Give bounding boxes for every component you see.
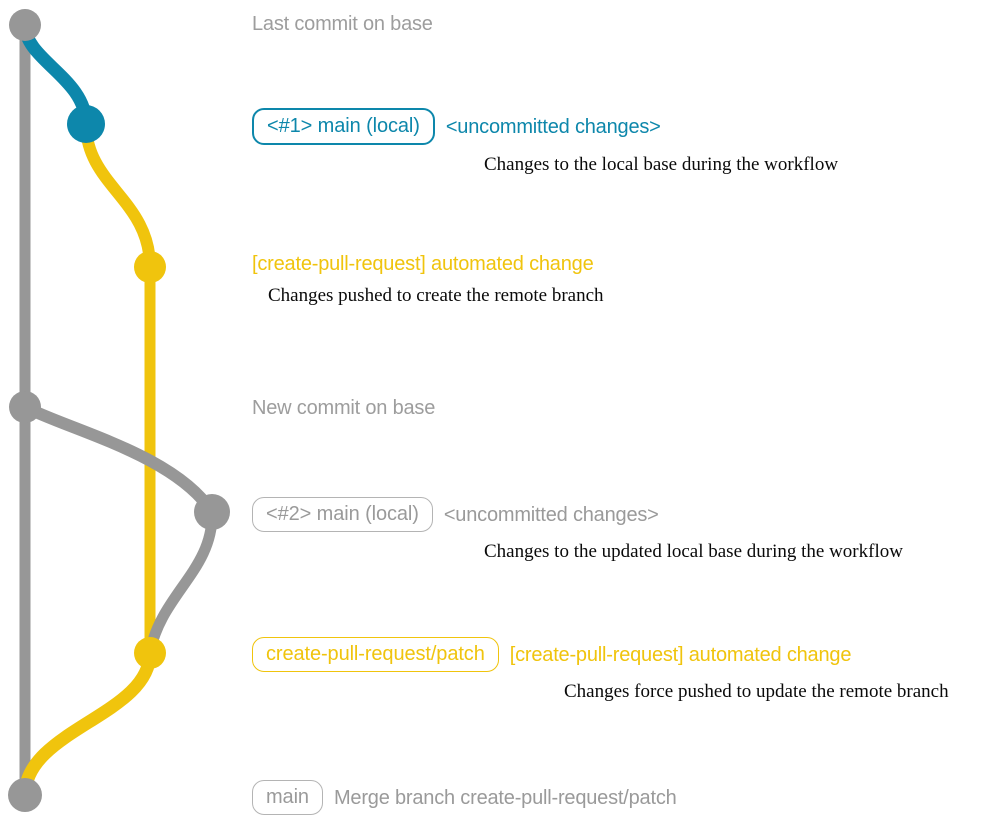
commit-description: Changes to the local base during the wor… <box>484 154 839 175</box>
branch-badge-main[interactable]: main <box>252 780 323 815</box>
row-line: New commit on base <box>252 396 981 420</box>
commit-subject: Merge branch create-pull-request/patch <box>333 786 677 809</box>
commit-description: Changes pushed to create the remote bran… <box>268 285 604 306</box>
commit-headline: [create-pull-request] automated change <box>252 253 594 275</box>
node-base-last-commit[interactable] <box>9 9 41 41</box>
node-remote-automated-change-2[interactable] <box>134 637 166 669</box>
row-line: Last commit on base <box>252 12 981 36</box>
row-line: main Merge branch create-pull-request/pa… <box>252 780 981 815</box>
branch-badge-local-2[interactable]: <#2> main (local) <box>252 497 433 532</box>
commit-description: Changes force pushed to update the remot… <box>564 681 949 702</box>
commit-description: Changes to the updated local base during… <box>484 541 903 562</box>
updated-local-to-remote-edge <box>144 506 218 659</box>
node-base-merge-commit[interactable] <box>8 778 42 812</box>
commit-subject: [create-pull-request] automated change <box>509 643 852 666</box>
row-line: <#2> main (local) <uncommitted changes> <box>252 497 981 532</box>
remote-branch-edge-1 <box>80 118 156 273</box>
row-new-commit-on-base: New commit on base <box>252 396 981 420</box>
row-line: <#1> main (local) <uncommitted changes> <box>252 108 981 145</box>
branch-badge-remote[interactable]: create-pull-request/patch <box>252 637 499 672</box>
row-remote-push-create: [create-pull-request] automated change C… <box>252 252 981 307</box>
node-remote-automated-change-1[interactable] <box>134 251 166 283</box>
updated-local-branch-edge <box>19 401 218 518</box>
commit-subject: <uncommitted changes> <box>443 503 659 526</box>
row-last-commit-on-base: Last commit on base <box>252 12 981 36</box>
commit-subject: <uncommitted changes> <box>445 115 661 138</box>
row-line: create-pull-request/patch [create-pull-r… <box>252 637 981 672</box>
node-local-2-uncommitted[interactable] <box>194 494 230 530</box>
commit-headline: Last commit on base <box>252 13 433 35</box>
row-local-change-1: <#1> main (local) <uncommitted changes> … <box>252 108 981 176</box>
branch-badge-local-1[interactable]: <#1> main (local) <box>252 108 435 145</box>
node-local-1-uncommitted[interactable] <box>67 105 105 143</box>
row-local-change-2: <#2> main (local) <uncommitted changes> … <box>252 497 981 563</box>
node-base-new-commit[interactable] <box>9 391 41 423</box>
merge-edge <box>18 646 157 802</box>
row-merge-commit: main Merge branch create-pull-request/pa… <box>252 780 981 815</box>
git-graph-svg <box>8 9 230 812</box>
row-remote-force-push: create-pull-request/patch [create-pull-r… <box>252 637 981 703</box>
commit-headline: New commit on base <box>252 397 436 419</box>
row-line: [create-pull-request] automated change <box>252 252 981 276</box>
